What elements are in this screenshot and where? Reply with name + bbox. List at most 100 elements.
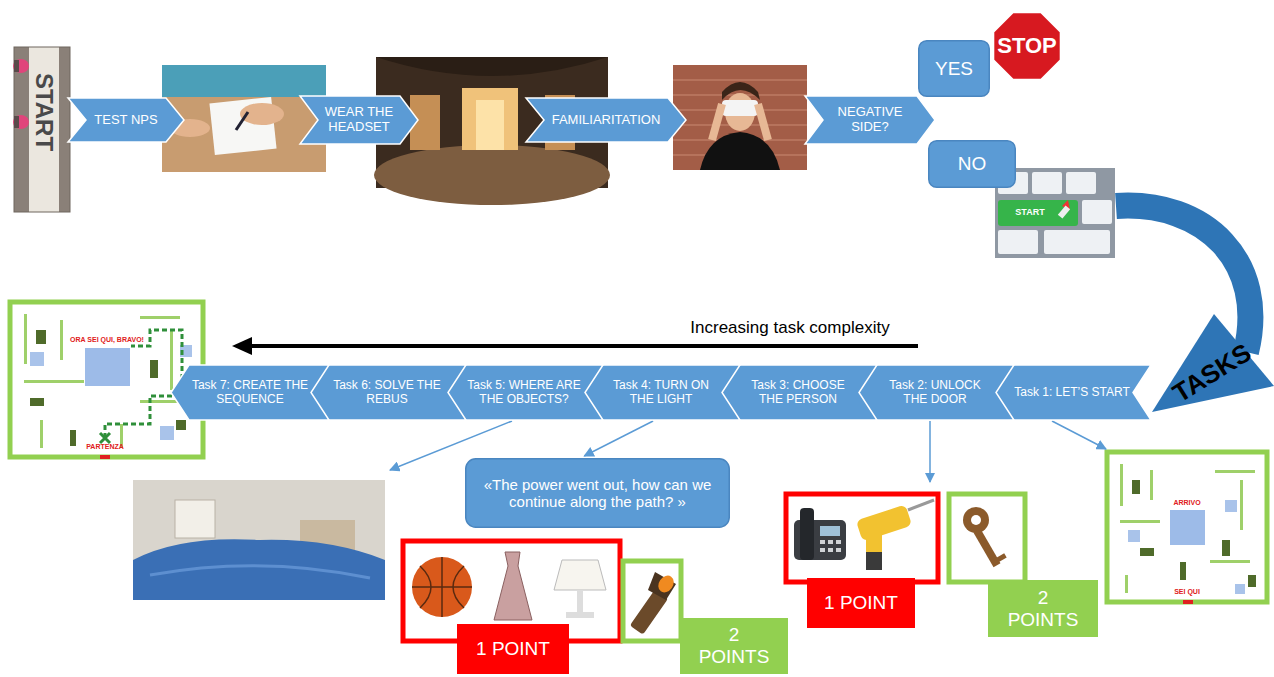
box-shape xyxy=(929,141,1016,188)
maze-map xyxy=(40,420,43,448)
vr-user-photo xyxy=(758,104,768,140)
maze-map xyxy=(30,352,44,366)
maze-text: ARRIVO xyxy=(1173,499,1200,507)
chevron-shape xyxy=(308,365,466,420)
node-text: YES xyxy=(935,58,973,80)
maze-map xyxy=(1128,530,1140,542)
process-chevron: WEAR THE HEADSET xyxy=(300,96,418,144)
writing-photo xyxy=(162,65,326,97)
right-object-frame xyxy=(996,553,1007,562)
keyboard-photo xyxy=(1032,172,1062,194)
stop-text: STOP xyxy=(997,34,1057,58)
task-chevron: Task 4: TURN ON THE LIGHT xyxy=(582,365,740,420)
wrong-objects-frame xyxy=(800,508,814,560)
score-box: 1 POINT xyxy=(807,578,915,628)
text-holder: NEGATIVE SIDE? xyxy=(825,96,915,144)
keyboard-photo xyxy=(998,230,1038,254)
text-holder: 1 POINT xyxy=(465,624,561,674)
maze-map xyxy=(100,455,110,459)
right-object-frame xyxy=(623,561,681,641)
road-text: START xyxy=(31,73,57,151)
complexity-arrow xyxy=(232,337,918,355)
task-chevron: Task 6: SOLVE THE REBUS xyxy=(308,365,466,420)
quote-box: «The power went out, how can we continue… xyxy=(465,458,730,528)
score-box: 2 POINTS xyxy=(680,618,788,674)
bedroom-photo xyxy=(133,480,385,600)
maze-map xyxy=(85,348,130,386)
wrong-objects-frame xyxy=(577,590,583,612)
maze-text: ORA SEI QUI, BRAVO! xyxy=(70,336,144,344)
maze-map xyxy=(30,398,44,406)
maze-map xyxy=(30,345,192,440)
maze-map xyxy=(1107,452,1267,604)
text-holder: 1 POINT xyxy=(815,578,907,628)
text-holder: YES xyxy=(926,40,982,97)
maze-map xyxy=(1248,575,1256,587)
text-holder: FAMILIARITATION xyxy=(546,98,666,142)
right-object-frame xyxy=(648,572,676,600)
maze-map xyxy=(1180,562,1186,580)
keyboard-photo xyxy=(1058,205,1070,218)
maze-map xyxy=(24,380,84,383)
wrong-objects-frame xyxy=(828,548,833,552)
axis-label: Increasing task complexity xyxy=(690,319,889,338)
key-text: START xyxy=(1015,208,1044,218)
bedroom-photo xyxy=(150,566,370,578)
writing-photo xyxy=(236,112,248,130)
text-holder: Task 4: TURN ON THE LIGHT xyxy=(602,365,720,420)
node-text: 1 POINT xyxy=(824,592,898,614)
text-holder: NO xyxy=(936,140,1008,188)
wrong-objects-frame xyxy=(786,494,938,582)
maze-map xyxy=(100,433,110,443)
wrong-objects-frame xyxy=(820,540,841,552)
text-holder: Task 7: CREATE THE SEQUENCE xyxy=(191,365,309,420)
maze-map xyxy=(1150,470,1153,500)
node-text: NO xyxy=(958,153,987,175)
writing-photo xyxy=(162,65,326,172)
score-box: 1 POINT xyxy=(457,624,569,674)
maze-map xyxy=(36,330,46,344)
maze-text: PARTENZA xyxy=(86,443,124,451)
node-text: Task 2: UNLOCK THE DOOR xyxy=(876,379,994,407)
process-chevron: FAMILIARITATION xyxy=(526,98,686,142)
answer-box: YES xyxy=(918,40,990,97)
text-holder: Task 2: UNLOCK THE DOOR xyxy=(876,365,994,420)
vr-user-photo xyxy=(673,65,807,170)
right-object-frame xyxy=(655,573,677,596)
vr-user-photo xyxy=(673,65,807,170)
wrong-objects-frame xyxy=(866,552,882,570)
maze-map xyxy=(1107,452,1267,602)
road-photo xyxy=(14,47,70,212)
bedroom-photo xyxy=(133,539,385,600)
right-object-frame xyxy=(974,529,1001,568)
maze-map xyxy=(70,430,76,446)
process-chevron: TEST NPS xyxy=(68,98,184,142)
road-photo xyxy=(29,47,59,212)
answer-box: NO xyxy=(928,140,1016,188)
vr-user-photo xyxy=(722,82,760,100)
node-text: NEGATIVE SIDE? xyxy=(825,105,915,135)
chevron-shape xyxy=(445,365,603,420)
maze-map xyxy=(1140,548,1154,556)
text-holder: TEST NPS xyxy=(88,98,164,142)
task-chevron: Task 1: LET’S START xyxy=(993,365,1151,420)
maze-map xyxy=(160,426,174,440)
maze-map xyxy=(1225,500,1237,512)
text-holder: WEAR THE HEADSET xyxy=(320,96,398,144)
bedroom-photo xyxy=(133,480,385,600)
text-holder: Task 6: SOLVE THE REBUS xyxy=(328,365,446,420)
writing-photo xyxy=(162,65,326,172)
text-holder: Task 5: WHERE ARE THE OBJECTS? xyxy=(465,365,583,420)
vr-user-photo xyxy=(722,100,758,116)
score-box: 2 POINTS xyxy=(988,580,1098,637)
node-text: «The power went out, how can we continue… xyxy=(473,476,722,511)
panorama-photo xyxy=(374,145,610,205)
maze-map xyxy=(1132,480,1140,494)
box-shape xyxy=(808,579,915,628)
right-object-frame xyxy=(623,561,681,641)
maze-map xyxy=(1170,510,1205,545)
road-photo xyxy=(14,60,19,72)
